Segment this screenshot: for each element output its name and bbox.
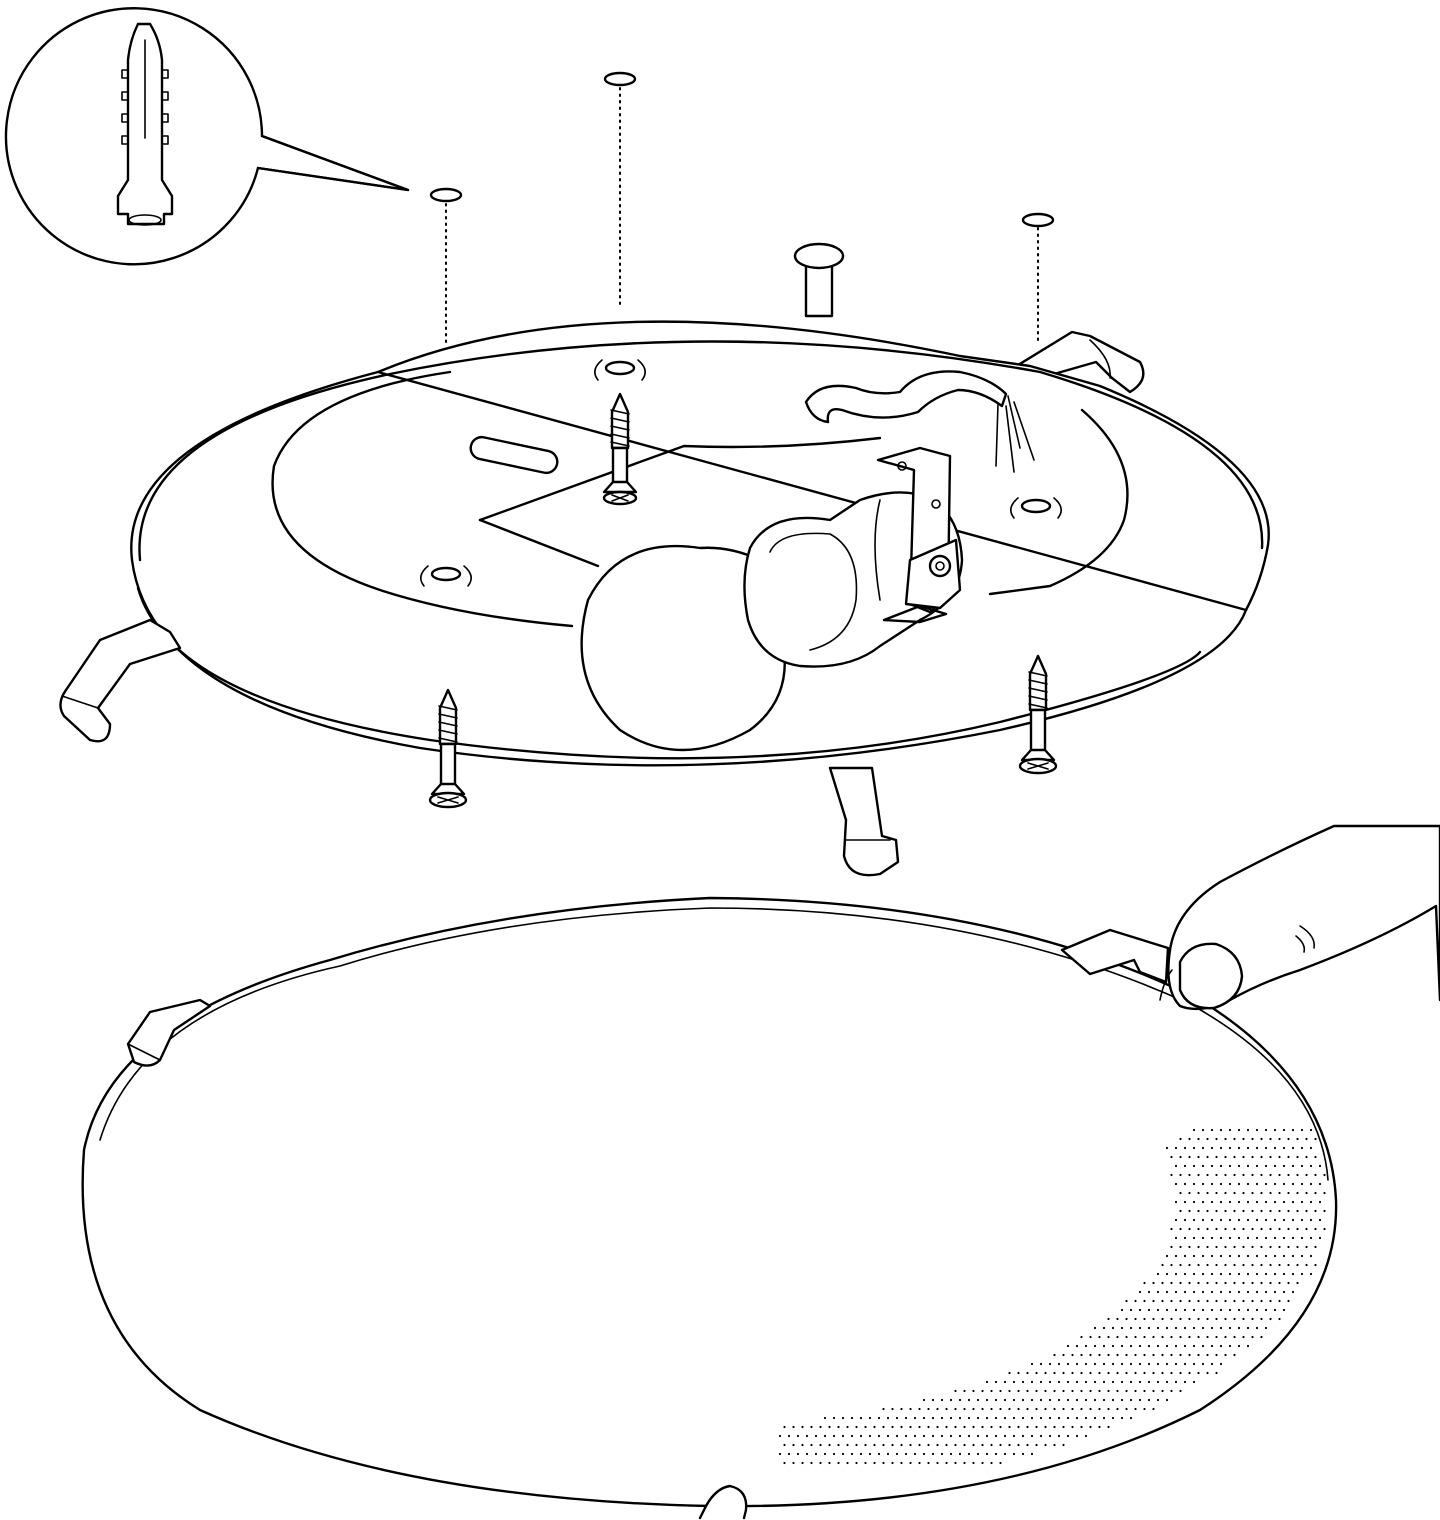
shade-clip-bottom [698, 1484, 748, 1520]
shade-clip-right [1060, 928, 1170, 984]
shade-clip-left [126, 998, 212, 1067]
glass-shade [81, 896, 1338, 1520]
spring-clip-bottom [828, 766, 900, 877]
hand [1159, 824, 1440, 1011]
wall-plug-icon [116, 22, 174, 226]
ceiling-drill-holes [429, 71, 1055, 228]
holder-bracket [876, 446, 962, 624]
screw-top [602, 392, 638, 506]
mounting-slot [469, 435, 559, 475]
spring-clip-left [59, 618, 182, 743]
wall-plug-detail [4, 7, 410, 266]
screw-left [428, 688, 468, 809]
cable [804, 370, 1035, 473]
screw-holes [420, 359, 1062, 587]
screw-right [1018, 654, 1058, 775]
cable-entry-stub [793, 242, 845, 318]
shade-texture [778, 1128, 1326, 1465]
